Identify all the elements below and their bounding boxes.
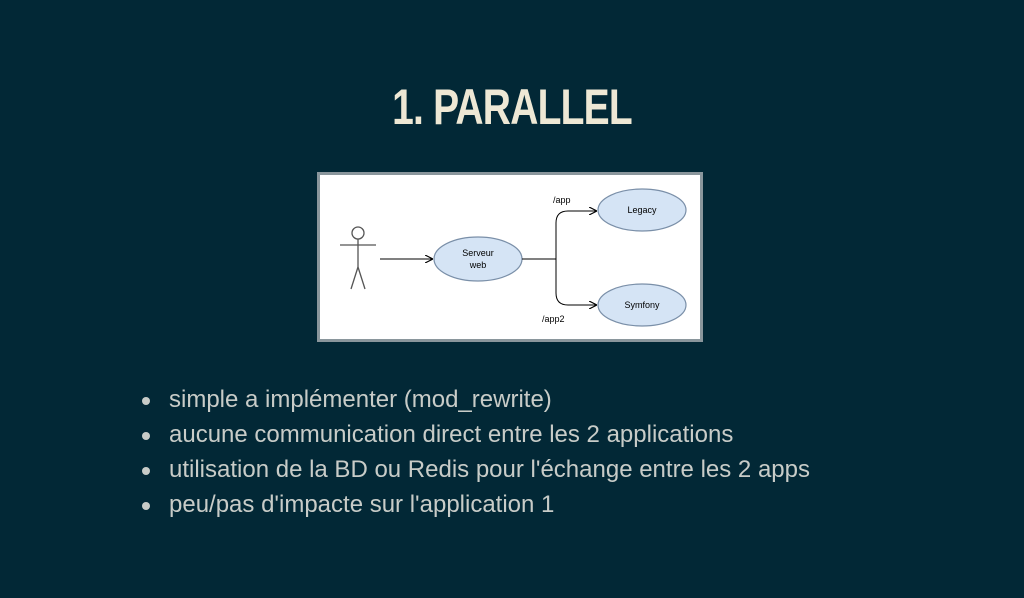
list-item: aucune communication direct entre les 2 … xyxy=(140,417,810,452)
route-symfony-label: /app2 xyxy=(542,314,565,324)
symfony-node: Symfony xyxy=(597,283,687,327)
bullet-dot xyxy=(142,432,150,440)
bullet-dot xyxy=(142,502,150,510)
slide-title: 1. PARALLEL xyxy=(392,79,633,135)
bullet-text: utilisation de la BD ou Redis pour l'éch… xyxy=(169,456,810,483)
route-legacy-arrow xyxy=(555,211,596,259)
symfony-label: Symfony xyxy=(624,300,660,310)
route-symfony-arrow xyxy=(555,259,596,305)
bullet-text: aucune communication direct entre les 2 … xyxy=(169,421,734,448)
bullet-list: simple a implémenter (mod_rewrite) aucun… xyxy=(140,382,810,522)
list-item: peu/pas d'impacte sur l'application 1 xyxy=(140,487,810,522)
actor-icon xyxy=(340,226,376,290)
bullet-text: peu/pas d'impacte sur l'application 1 xyxy=(169,491,555,518)
server-node: Serveur web xyxy=(433,236,523,282)
legacy-label: Legacy xyxy=(627,205,657,215)
server-label-line2: web xyxy=(469,260,487,270)
diagram-canvas: Serveur web /app /app2 Legacy Symfony xyxy=(340,188,687,327)
list-item: simple a implémenter (mod_rewrite) xyxy=(140,382,810,417)
bullet-dot xyxy=(142,397,150,405)
route-legacy-label: /app xyxy=(553,195,571,205)
bullet-dot xyxy=(142,467,150,475)
bullet-text: simple a implémenter (mod_rewrite) xyxy=(169,386,552,413)
server-label-line1: Serveur xyxy=(462,248,494,258)
architecture-diagram: Serveur web /app /app2 Legacy Symfony xyxy=(317,172,703,342)
legacy-node: Legacy xyxy=(597,188,687,232)
list-item: utilisation de la BD ou Redis pour l'éch… xyxy=(140,452,810,487)
